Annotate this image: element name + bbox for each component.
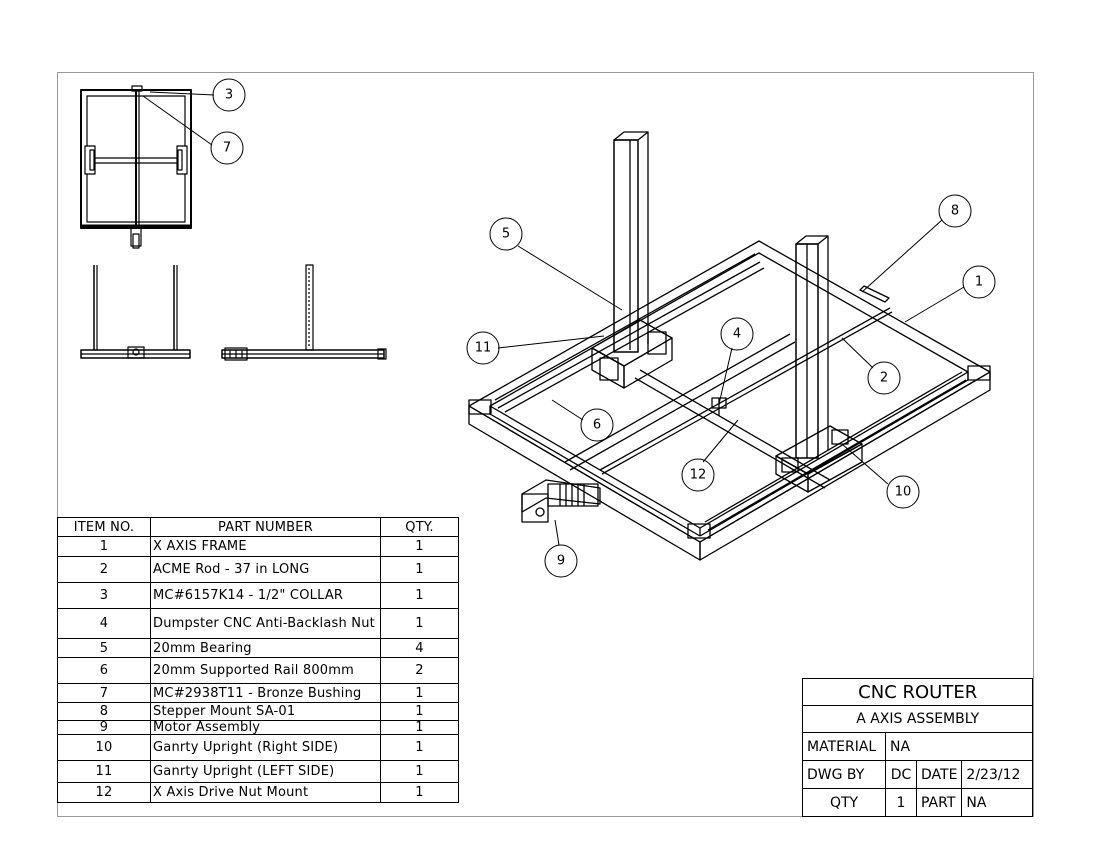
bom-qty: 1 <box>380 536 459 557</box>
bom-header-part: PART NUMBER <box>150 517 381 537</box>
balloon-label-7: 7 <box>223 141 231 156</box>
material-label: MATERIAL <box>802 732 886 761</box>
isometric-view <box>468 131 991 561</box>
date-value: 2/23/12 <box>961 760 1034 789</box>
bom-qty: 1 <box>380 760 459 783</box>
bom-qty: 4 <box>380 638 459 658</box>
bom-qty: 1 <box>380 556 459 583</box>
balloon-1 <box>962 265 996 299</box>
balloon-11 <box>466 331 500 365</box>
bom-qty: 1 <box>380 702 459 721</box>
table-row: 3 MC#6157K14 - 1/2" COLLAR 1 <box>57 582 459 609</box>
bom-item: 11 <box>57 760 151 783</box>
dwg-by-value: DC <box>885 760 917 789</box>
balloon-label-9: 9 <box>557 554 565 569</box>
side-view <box>221 264 387 361</box>
balloon-5 <box>489 217 523 251</box>
balloon-7 <box>210 131 244 165</box>
drawing-subtitle: A AXIS ASSEMBLY <box>801 705 1034 733</box>
balloon-label-1: 1 <box>975 275 983 290</box>
bom-item: 12 <box>57 782 151 803</box>
bom-part: X AXIS FRAME <box>150 536 381 557</box>
bom-qty: 1 <box>380 582 459 609</box>
balloon-3 <box>212 78 246 112</box>
bom-part: 20mm Supported Rail 800mm <box>150 657 381 684</box>
table-row: 6 20mm Supported Rail 800mm 2 <box>57 657 459 684</box>
balloon-9 <box>544 544 578 578</box>
balloon-label-2: 2 <box>880 371 888 386</box>
balloon-2 <box>867 361 901 395</box>
part-value: NA <box>961 788 1034 817</box>
bom-header-item: ITEM NO. <box>57 517 151 537</box>
qty-label: QTY <box>802 788 886 817</box>
table-row: 1 X AXIS FRAME 1 <box>57 536 459 557</box>
part-label: PART <box>915 788 963 817</box>
bom-part: 20mm Bearing <box>150 638 381 658</box>
balloons <box>210 78 996 578</box>
bom-item: 9 <box>57 720 151 735</box>
leader-lines <box>142 91 965 546</box>
bom-header-row: ITEM NO. PART NUMBER QTY. <box>57 517 459 537</box>
bom-item: 3 <box>57 582 151 609</box>
bom-part: Ganrty Upright (LEFT SIDE) <box>150 760 381 783</box>
table-row: 9 Motor Assembly 1 <box>57 720 459 735</box>
balloon-label-12: 12 <box>690 468 707 483</box>
bom-item: 2 <box>57 556 151 583</box>
table-row: 7 MC#2938T11 - Bronze Bushing 1 <box>57 683 459 703</box>
bom-item: 1 <box>57 536 151 557</box>
table-row: 11 Ganrty Upright (LEFT SIDE) 1 <box>57 760 459 783</box>
qty-value: 1 <box>885 788 917 817</box>
balloon-10 <box>886 475 920 509</box>
bom-qty: 1 <box>380 720 459 735</box>
table-row: 4 Dumpster CNC Anti-Backlash Nut 1 <box>57 608 459 639</box>
drawing-sheet-border <box>57 72 1034 817</box>
balloon-label-10: 10 <box>895 485 912 500</box>
bom-part: MC#6157K14 - 1/2" COLLAR <box>150 582 381 609</box>
drawing-title: CNC ROUTER <box>801 678 1034 706</box>
date-label: DATE <box>915 760 963 789</box>
bom-part: X Axis Drive Nut Mount <box>150 782 381 803</box>
bom-item: 5 <box>57 638 151 658</box>
bom-qty: 1 <box>380 608 459 639</box>
balloon-4 <box>720 317 754 351</box>
bom-part: Stepper Mount SA-01 <box>150 702 381 721</box>
bom-part: Dumpster CNC Anti-Backlash Nut <box>150 608 381 639</box>
balloon-12 <box>681 458 715 492</box>
balloon-label-3: 3 <box>225 88 233 103</box>
balloon-6 <box>580 408 614 442</box>
table-row: 5 20mm Bearing 4 <box>57 638 459 658</box>
balloon-label-6: 6 <box>593 418 601 433</box>
bom-item: 8 <box>57 702 151 721</box>
balloon-label-5: 5 <box>502 227 510 242</box>
title-block: CNC ROUTER A AXIS ASSEMBLY MATERIAL NA D… <box>801 678 1034 817</box>
bom-part: MC#2938T11 - Bronze Bushing <box>150 683 381 703</box>
bom-qty: 1 <box>380 782 459 803</box>
balloon-label-8: 8 <box>951 204 959 219</box>
bom-part: ACME Rod - 37 in LONG <box>150 556 381 583</box>
bom-item: 6 <box>57 657 151 684</box>
bom-header-qty: QTY. <box>380 517 459 537</box>
bom-item: 7 <box>57 683 151 703</box>
top-view <box>80 85 192 249</box>
balloon-8 <box>938 194 972 228</box>
balloon-label-4: 4 <box>733 327 741 342</box>
bom-part: Ganrty Upright (Right SIDE) <box>150 734 381 761</box>
table-row: 8 Stepper Mount SA-01 1 <box>57 702 459 721</box>
bom-qty: 1 <box>380 734 459 761</box>
bom-part: Motor Assembly <box>150 720 381 735</box>
table-row: 10 Ganrty Upright (Right SIDE) 1 <box>57 734 459 761</box>
bill-of-materials: ITEM NO. PART NUMBER QTY. 1 X AXIS FRAME… <box>57 517 459 803</box>
dwg-by-label: DWG BY <box>802 760 886 789</box>
balloon-label-11: 11 <box>475 341 492 356</box>
bom-item: 4 <box>57 608 151 639</box>
material-value: NA <box>884 732 1034 761</box>
table-row: 2 ACME Rod - 37 in LONG 1 <box>57 556 459 583</box>
bom-qty: 1 <box>380 683 459 703</box>
bom-qty: 2 <box>380 657 459 684</box>
table-row: 12 X Axis Drive Nut Mount 1 <box>57 782 459 803</box>
front-view <box>80 265 191 359</box>
bom-item: 10 <box>57 734 151 761</box>
